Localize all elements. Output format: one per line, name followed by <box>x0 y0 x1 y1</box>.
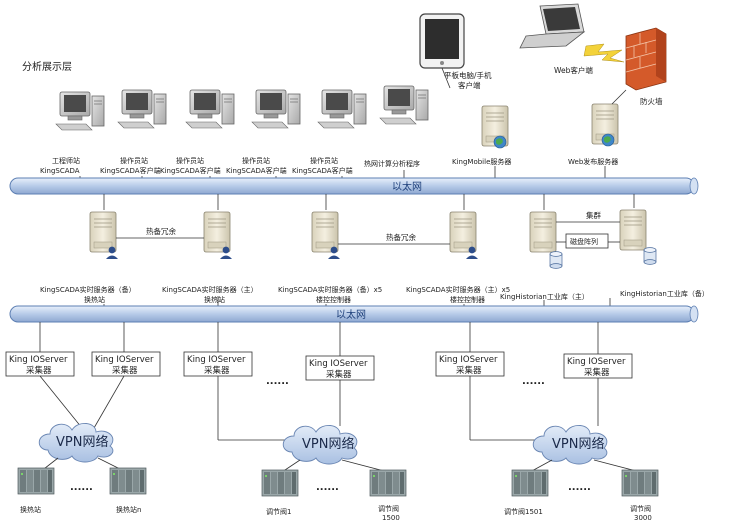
server-label: KingSCADA实时服务器（主） <box>162 285 258 294</box>
server-icon <box>203 211 232 259</box>
server-label: 楼控控制器 <box>316 295 351 304</box>
plc-device <box>511 469 549 497</box>
workstation <box>185 89 235 129</box>
ethernet-bus-mid <box>9 305 699 323</box>
plc-device <box>621 469 659 497</box>
plc-label: 换热站 <box>20 505 41 514</box>
plc-label: 调节阀 <box>378 504 399 513</box>
plc-label: 调节阀1 <box>266 507 291 516</box>
server-icon <box>591 103 619 147</box>
workstation-label: 操作员站 <box>310 156 338 165</box>
server-icon <box>619 209 657 265</box>
workstation <box>379 85 429 125</box>
workstation <box>55 91 105 131</box>
workstation-label: 热网计算分析程序 <box>364 159 420 168</box>
ioserver-box <box>305 355 375 381</box>
server-icon <box>481 105 509 149</box>
plc-label: 调节阀1501 <box>504 507 543 516</box>
cluster-label: 集群 <box>586 210 601 220</box>
workstation <box>117 89 167 129</box>
top-server-label: KingMobile服务器 <box>452 157 511 166</box>
workstation-label: KingSCADA <box>40 167 80 175</box>
server-label: KingSCADA实时服务器（主）x5 <box>406 285 510 294</box>
tablet-icon <box>419 13 465 69</box>
vpn-cloud-label: VPN网络 <box>56 434 108 450</box>
plc-label: 换热站n <box>116 505 141 514</box>
ellipsis-plc: ...... <box>568 482 591 493</box>
firewall-label: 防火墙 <box>640 96 663 106</box>
laptop-label: Web客户端 <box>554 65 593 75</box>
plc-label: 1500 <box>382 514 400 522</box>
ioserver-label: 采集器 <box>204 365 230 376</box>
workstation-label: 操作员站 <box>120 156 148 165</box>
ioserver-label: King IOServer <box>9 355 68 365</box>
storage-array <box>565 233 609 249</box>
tablet-label-line1: 平板电脑/手机 <box>444 70 492 80</box>
ellipsis-ioserver: ...... <box>266 376 289 387</box>
vpn-cloud-label: VPN网络 <box>302 436 354 452</box>
server-icon <box>89 211 118 259</box>
server-label: KingSCADA实时服务器（备） <box>40 285 136 294</box>
workstation-label: KingSCADA客户端 <box>226 166 287 175</box>
ioserver-label: King IOServer <box>95 355 154 365</box>
workstation-label: KingSCADA客户端 <box>100 166 161 175</box>
tablet-label-line2: 客户端 <box>458 80 481 90</box>
plc-device <box>109 467 147 495</box>
server-icon <box>449 211 478 259</box>
firewall-icon <box>625 27 667 91</box>
server-label: KingHistorian工业库（主） <box>500 292 589 301</box>
plc-device <box>261 469 299 497</box>
ioserver-label: King IOServer <box>187 355 246 365</box>
server-label: KingSCADA实时服务器（备）x5 <box>278 285 382 294</box>
ioserver-box <box>183 351 253 377</box>
ellipsis-plc: ...... <box>316 482 339 493</box>
ethernet-bus-top <box>9 177 699 195</box>
server-label: 楼控控制器 <box>450 295 485 304</box>
vpn-cloud-label: VPN网络 <box>552 436 604 452</box>
ioserver-label: 采集器 <box>26 365 52 376</box>
lightning-icon <box>583 43 625 63</box>
ethernet-bus-top-label: 以太网 <box>392 180 422 193</box>
workstation-label: 操作员站 <box>242 156 270 165</box>
workstation-label: 操作员站 <box>176 156 204 165</box>
workstation-label: 工程师站 <box>52 156 80 165</box>
ioserver-label: King IOServer <box>439 355 498 365</box>
workstation-label: KingSCADA客户端 <box>292 166 353 175</box>
ioserver-label: King IOServer <box>309 359 368 369</box>
plc-device <box>17 467 55 495</box>
server-label: 换热站 <box>84 295 105 304</box>
plc-label: 3000 <box>634 514 652 522</box>
redundancy-label: 热备冗余 <box>146 226 176 236</box>
plc-label: 调节阀 <box>630 504 651 513</box>
ioserver-label: King IOServer <box>567 357 626 367</box>
ioserver-label: 采集器 <box>112 365 138 376</box>
workstation <box>251 89 301 129</box>
top-server-label: Web发布服务器 <box>568 157 618 166</box>
workstation <box>317 89 367 129</box>
ioserver-box <box>91 351 161 377</box>
ioserver-label: 采集器 <box>326 369 352 380</box>
server-icon <box>311 211 340 259</box>
laptop-icon <box>519 3 586 49</box>
plc-device <box>369 469 407 497</box>
ellipsis-plc: ...... <box>70 482 93 493</box>
ioserver-label: 采集器 <box>456 365 482 376</box>
ioserver-box <box>435 351 505 377</box>
ethernet-bus-mid-label: 以太网 <box>336 308 366 321</box>
server-icon <box>529 211 563 269</box>
server-label: 换热站 <box>204 295 225 304</box>
ioserver-label: 采集器 <box>584 367 610 378</box>
server-label: KingHistorian工业库（备） <box>620 289 709 298</box>
layer-title: 分析展示层 <box>22 60 72 73</box>
ellipsis-ioserver: ...... <box>522 376 545 387</box>
ioserver-box <box>563 353 633 379</box>
redundancy-label: 热备冗余 <box>386 232 416 242</box>
workstation-label: KingSCADA客户端 <box>160 166 221 175</box>
ioserver-box <box>5 351 75 377</box>
storage-array-label: 磁盘阵列 <box>570 237 598 246</box>
